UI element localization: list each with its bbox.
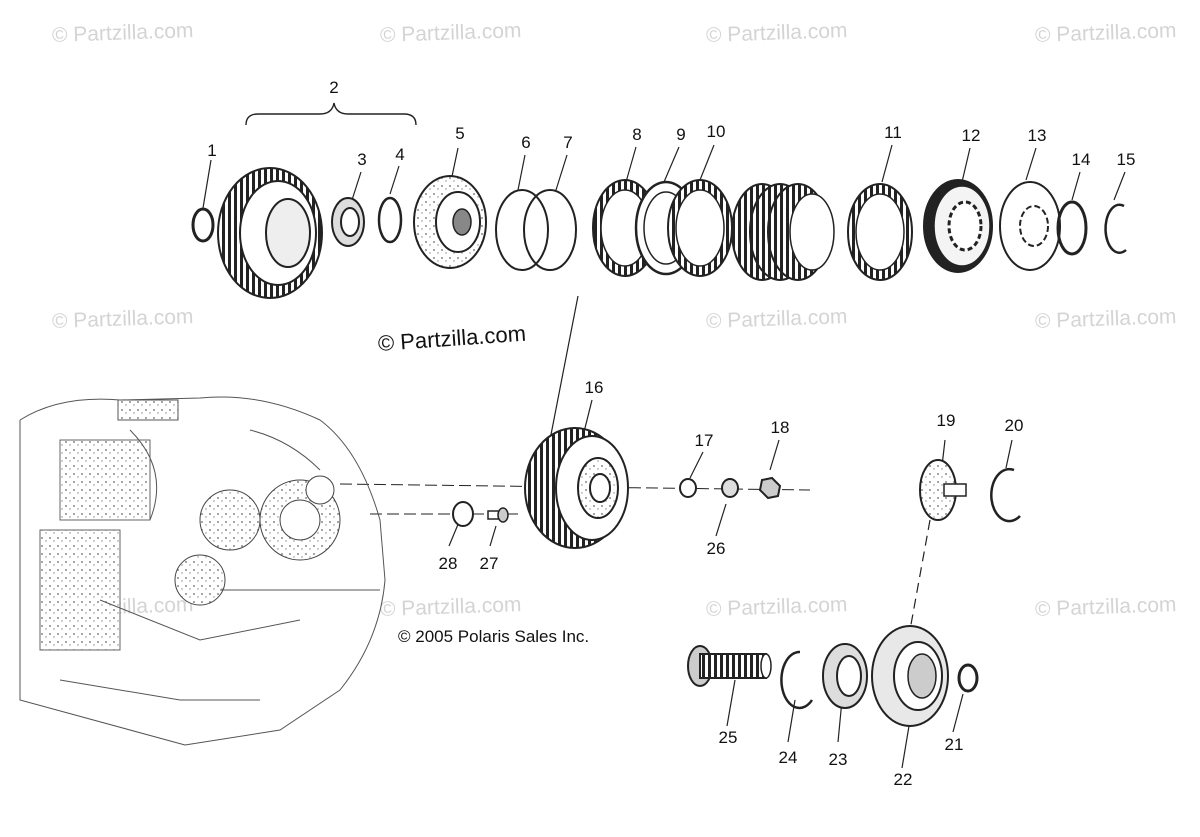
engine-case-sketch [19,396,386,746]
callout-19: 19 [936,411,956,430]
part-15-snap-ring [1104,203,1127,254]
callout-9: 9 [676,125,686,144]
part-20-snap-ring [990,467,1021,523]
part-4-snap-ring [377,196,403,244]
part-25-shaft [687,645,772,687]
callout-8: 8 [632,125,642,144]
part-27-bolt [487,507,509,523]
callout-5: 5 [455,124,465,143]
part-1-snap-ring [191,207,215,243]
callout-21: 21 [944,735,964,754]
part-23-bearing [822,643,868,709]
callout-22: 22 [893,770,913,789]
part-14-ring [1056,200,1088,256]
part-5-clutch-hub [413,175,487,269]
part-11-friction-plate [847,183,913,281]
part-10-friction-plate [667,179,733,277]
callout-10: 10 [706,122,726,141]
part-28-washer [452,501,474,527]
part-13-spring-washer [999,181,1061,271]
part-19-hub [919,459,967,521]
part-22-bearing-housing [871,625,949,727]
part-24-snap-ring [780,650,814,710]
callout-20: 20 [1004,416,1024,435]
part-16-gear-assembly [524,427,629,549]
part-21-ring [957,663,979,693]
copyright-note: © 2005 Polaris Sales Inc. [398,627,590,646]
callout-7: 7 [563,133,573,152]
callout-11: 11 [884,123,902,142]
part-6-ring [495,189,549,271]
clutch-plate-stack [731,183,835,281]
callout-4: 4 [395,145,405,164]
part-12-pressure-plate [923,179,993,273]
callout-15: 15 [1116,150,1136,169]
callout-12: 12 [961,126,981,145]
callout-27: 27 [479,554,499,573]
callout-18: 18 [770,418,790,437]
assembly-bracket [245,102,417,126]
callout-13: 13 [1027,126,1047,145]
callout-23: 23 [828,750,848,769]
callout-3: 3 [357,150,367,169]
callout-6: 6 [521,133,531,152]
part-3-bearing [331,197,365,247]
callout-2: 2 [329,78,339,97]
callout-26: 26 [706,539,726,558]
callout-16: 16 [584,378,604,397]
callout-28: 28 [438,554,458,573]
part-26-washer [721,478,739,498]
part-17-washer [679,478,697,498]
part-18-nut [758,476,782,500]
callout-1: 1 [207,141,217,160]
callout-14: 14 [1071,150,1091,169]
callout-17: 17 [694,431,714,450]
part-7-ring [523,189,577,271]
callout-24: 24 [778,748,798,767]
part-2-clutch-drum [217,167,323,299]
callout-25: 25 [718,728,738,747]
